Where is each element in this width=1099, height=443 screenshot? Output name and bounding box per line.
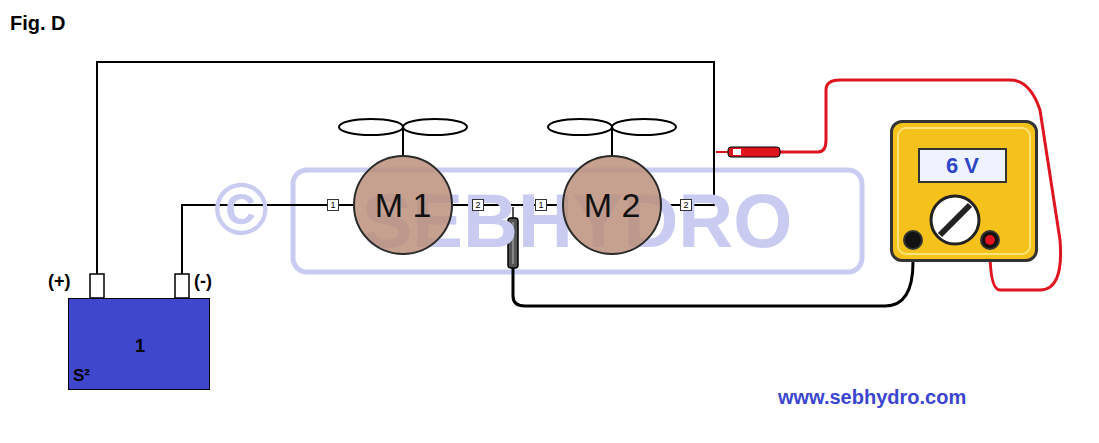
figure-title: Fig. D [10,12,66,35]
terminal-label: (-) [194,272,212,290]
probe-wire [780,80,1061,290]
motor-circle: M 1 [353,155,453,255]
pin-number: 1 [327,199,338,211]
motor-label: M 2 [584,188,641,222]
pin-number: 2 [472,199,483,211]
battery-number: 1 [135,337,145,355]
propeller [548,119,676,156]
wire [97,62,714,298]
meter-reading: 6 V [946,155,979,177]
watermark: © [214,172,269,246]
motor-circle: M 2 [562,155,662,255]
red-probe [716,147,780,157]
battery-label: S² [73,367,90,384]
pin-number: 2 [680,199,691,211]
multimeter: 6 V [890,120,1038,262]
meter-parts [893,123,1035,259]
terminal-label: (+) [48,272,71,290]
battery-box: 1S² [68,298,210,390]
meter-display: 6 V [918,148,1007,183]
website-url: www.sebhydro.com [778,387,966,407]
propeller [339,119,467,156]
battery-terminal [90,274,104,298]
pin-number: 1 [535,199,546,211]
battery-terminal [175,274,189,298]
motor-label: M 1 [375,188,432,222]
